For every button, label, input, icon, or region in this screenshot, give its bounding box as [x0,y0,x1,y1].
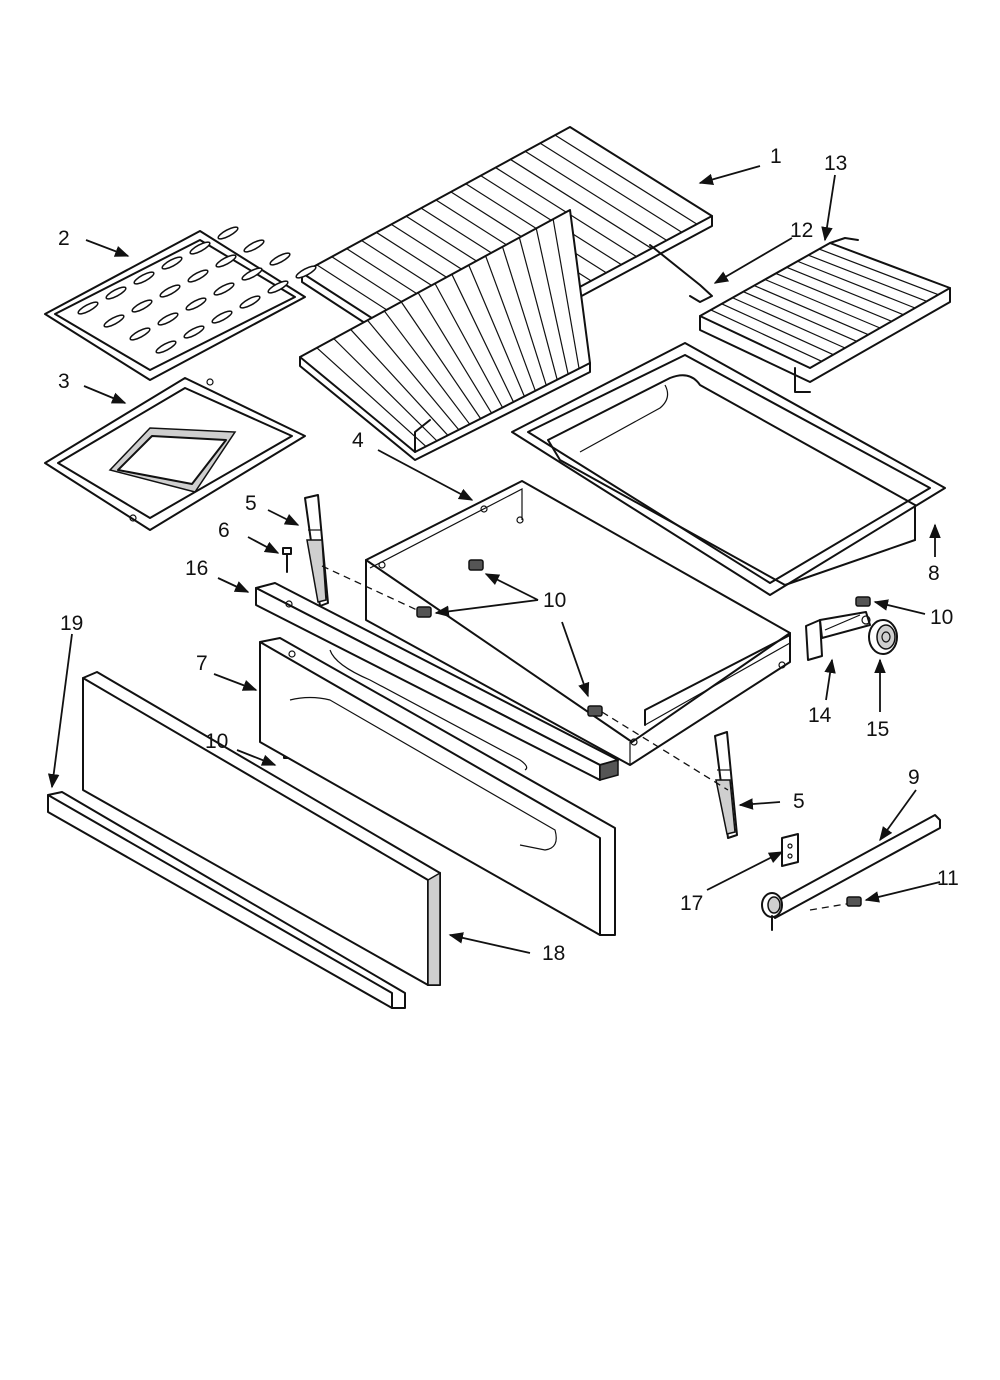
rack-wire [753,285,869,336]
rack-wire [732,297,846,349]
rack-wire [451,274,514,403]
callout-4: 4 [352,429,364,452]
alignment-lines [321,565,853,911]
rack-wire [350,329,449,436]
callout-10-bracket: 10 [930,606,953,629]
callout-1: 1 [770,145,782,168]
grid-slot [211,310,233,324]
callout-5-left: 5 [245,492,257,515]
grid-slot [159,284,181,298]
rack-wire [552,219,580,369]
grid-slot [105,286,127,300]
rack-wire [417,292,493,414]
drawer-front-rail [255,582,619,781]
rack-wire [710,309,822,362]
side-rack [699,237,951,393]
rack-wire [818,248,939,296]
rack-wire [554,134,698,225]
grid-slot [103,314,125,328]
callout-9: 9 [908,766,920,789]
rack-wire [775,272,892,322]
rail-screw [846,896,862,907]
grid-slot [157,312,179,326]
rack-wire [333,338,438,442]
callout-5-right: 5 [793,790,805,813]
roller-rail [761,814,941,931]
drawer-front-panel [259,637,616,936]
rack-wire [367,319,460,431]
callout-14: 14 [808,704,832,727]
drawer-slide-left [304,494,329,607]
grid-slot [155,340,177,354]
rack-wire [539,142,683,233]
grid-slot [243,239,265,253]
rack-wire [743,291,857,342]
rack-wire [797,260,916,309]
grid-slot [217,226,239,240]
callout-labels: 1 2 3 4 5 5 6 7 8 9 10 10 10 11 12 13 14… [58,145,959,965]
callout-7: 7 [196,652,208,675]
roller-bracket [805,611,871,661]
grid-slot [269,252,291,266]
rack-wire [316,347,427,447]
callout-11: 11 [937,867,959,890]
rack-wire [485,255,536,392]
callout-12: 12 [790,219,813,242]
bottom-trim [47,791,406,1009]
grid-slot [189,241,211,255]
roller-wheel [868,619,898,655]
callout-6: 6 [218,519,230,542]
rack-wire [518,237,558,380]
grid-slot [183,325,205,339]
leader-lines [47,165,941,954]
callout-17: 17 [680,892,703,915]
callout-15: 15 [866,718,889,741]
grid-slot [185,297,207,311]
screw [282,547,292,573]
drawer-liner-pan [511,342,946,596]
callout-3: 3 [58,370,70,393]
rack-wire [434,283,504,408]
rack-wire [786,266,904,316]
kick-panel [82,671,441,986]
broiler-pan [44,377,306,531]
callout-10-front: 10 [205,730,228,753]
rack-wire [501,246,547,386]
callout-13: 13 [824,152,847,175]
callout-8: 8 [928,562,940,585]
broiler-grid [44,226,317,381]
grid-slot [239,295,261,309]
grid-slot [215,254,237,268]
grid-slot [241,267,263,281]
grid-slot [77,301,99,315]
callout-10-drawer: 10 [543,589,566,612]
grid-slot [133,271,155,285]
rack-wire [764,278,881,329]
grid-slot [187,269,209,283]
rack-wire [383,310,471,425]
oven-rack-lower [299,209,591,461]
rail-clip [781,833,799,867]
rack-wire [525,150,667,241]
rack-wire [535,228,569,375]
grid-slot [131,299,153,313]
grid-slot [129,327,151,341]
callout-18: 18 [542,942,565,965]
rack-wire [721,303,834,356]
grid-slot [213,282,235,296]
callout-2: 2 [58,227,70,250]
grid-slot [161,256,183,270]
drawer-box [365,480,791,766]
drawer-screws [283,559,871,759]
rack-wire [808,254,927,302]
grid-slot [295,265,317,279]
callout-16: 16 [185,557,208,580]
callout-19: 19 [60,612,83,635]
drawer-slide-right [714,731,738,839]
rack-wire [400,301,482,419]
rack-wire [468,264,525,397]
rack-wire [510,158,652,249]
grid-slot [267,280,289,294]
